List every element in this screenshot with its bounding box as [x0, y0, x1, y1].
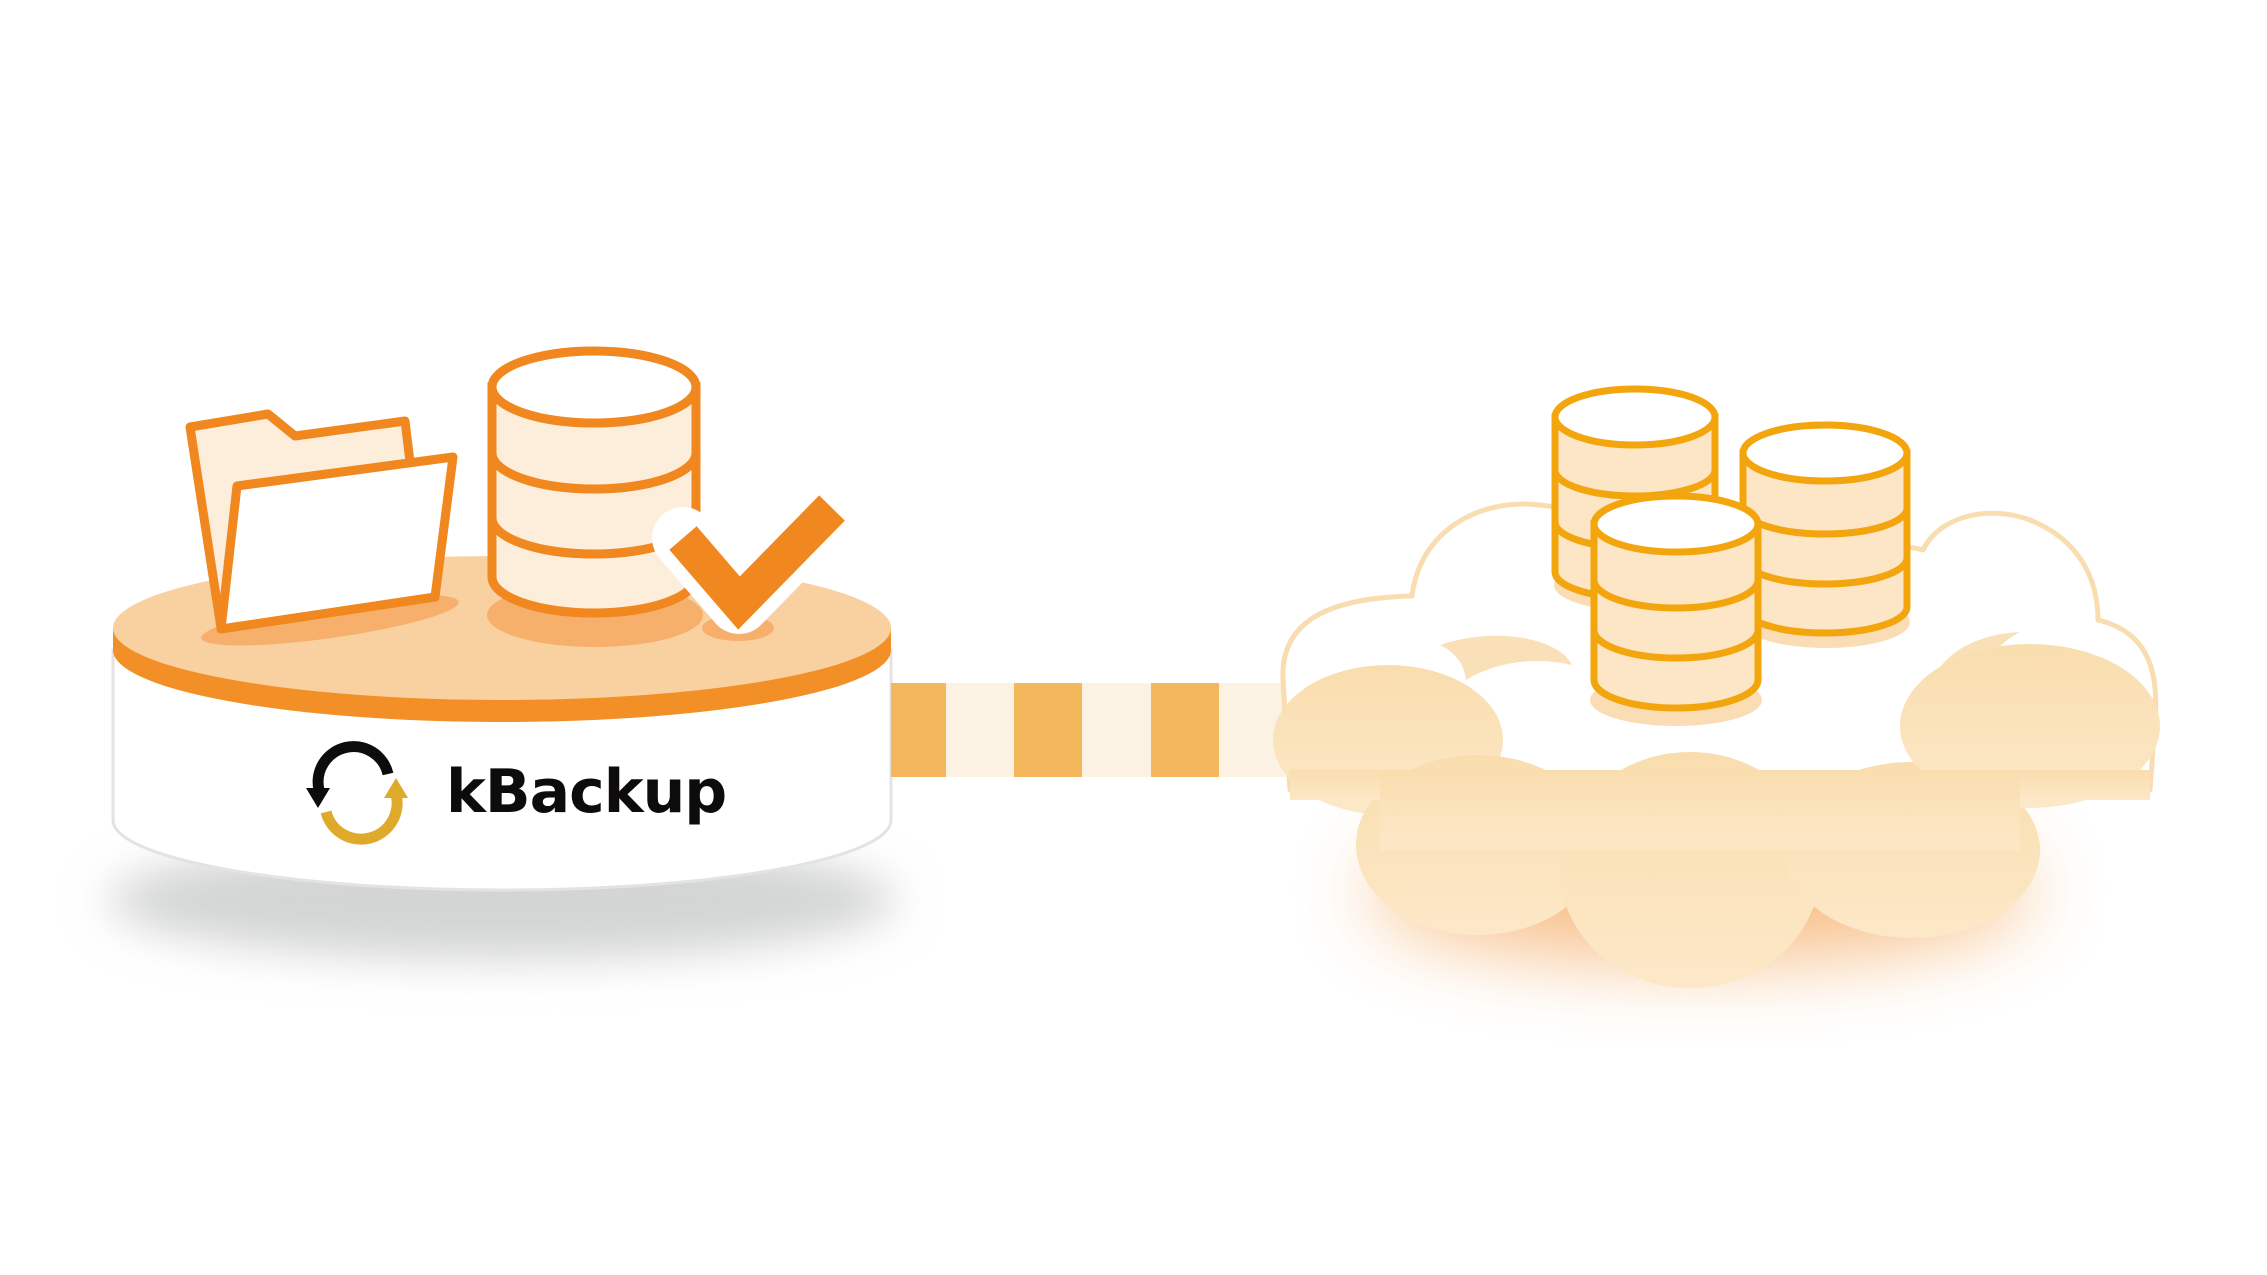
cloud-database-front [1590, 492, 1762, 726]
sync-arrows-icon [306, 741, 408, 845]
folder-icon [185, 409, 458, 634]
source-platform [107, 346, 897, 960]
cloud-swoosh-left [1440, 635, 1572, 680]
cloud-puffs [1273, 644, 2160, 988]
cloud-database-right [1739, 421, 1911, 648]
cloud-storage [1273, 385, 2160, 988]
checkmark-icon [652, 477, 863, 634]
brand-name: kBackup [446, 757, 727, 827]
database-icon [487, 346, 701, 618]
